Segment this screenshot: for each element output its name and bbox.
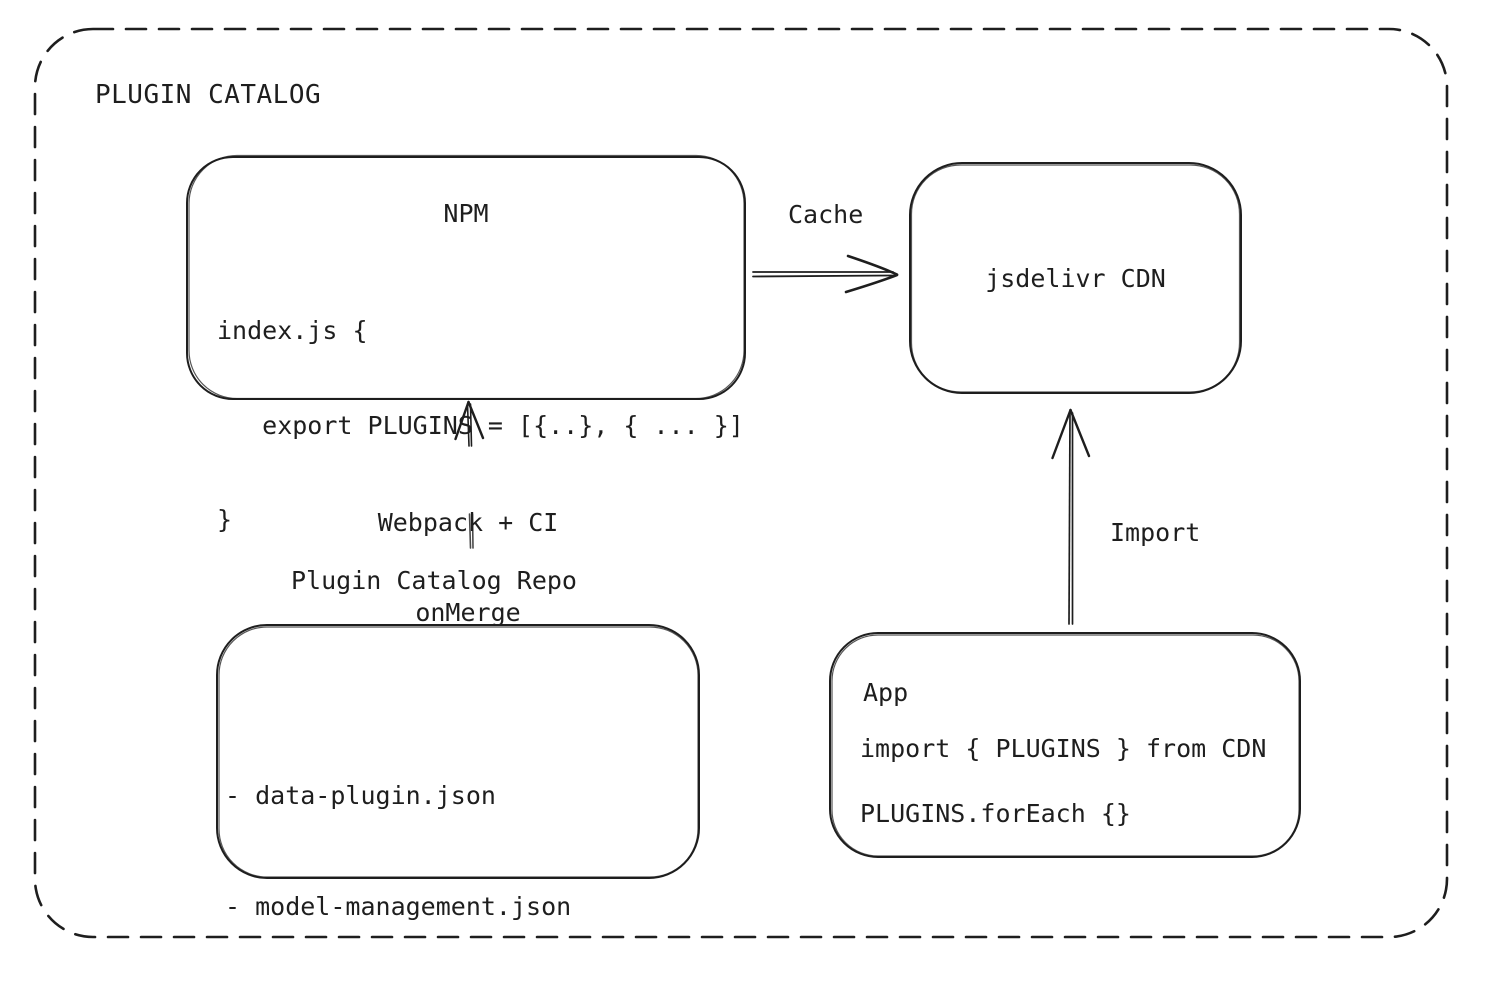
cdn-title: jsdelivr CDN — [985, 264, 1166, 293]
npm-code-block: index.js { export PLUGINS = [{..}, { ...… — [217, 252, 744, 599]
repo-file-item: - model-management.json — [225, 892, 572, 921]
build-arrow-label: Webpack + CI onMerge — [352, 448, 584, 688]
plugin-catalog-frame — [33, 27, 1449, 939]
npm-code-line: index.js { — [217, 316, 368, 345]
cdn-box — [909, 162, 1242, 394]
npm-title: NPM — [443, 199, 489, 228]
npm-code-line: } — [217, 505, 233, 534]
cache-arrow — [752, 254, 899, 294]
repo-file-list: - data-plugin.json - model-management.js… — [225, 703, 571, 1002]
build-arrow-label-line2: onMerge — [415, 598, 521, 627]
repo-heading: Plugin Catalog Repo — [291, 566, 577, 595]
app-code-line: import { PLUGINS } from CDN — [860, 734, 1267, 763]
frame-title: PLUGIN CATALOG — [95, 80, 322, 110]
import-arrow-label: Import — [1110, 518, 1201, 547]
repo-box — [216, 624, 700, 879]
import-arrow — [1051, 408, 1091, 625]
npm-code-line: export PLUGINS = [{..}, { ... }] — [217, 410, 744, 440]
repo-file-item: - data-plugin.json — [225, 781, 496, 810]
build-arrow-label-line1: Webpack + CI — [377, 508, 559, 537]
build-arrow — [454, 400, 485, 447]
app-code-line: PLUGINS.forEach {} — [860, 799, 1131, 828]
npm-box — [186, 154, 746, 400]
app-box — [829, 632, 1301, 858]
cache-arrow-label: Cache — [788, 200, 864, 229]
app-title: App — [863, 678, 909, 707]
build-connector-line — [468, 513, 474, 549]
